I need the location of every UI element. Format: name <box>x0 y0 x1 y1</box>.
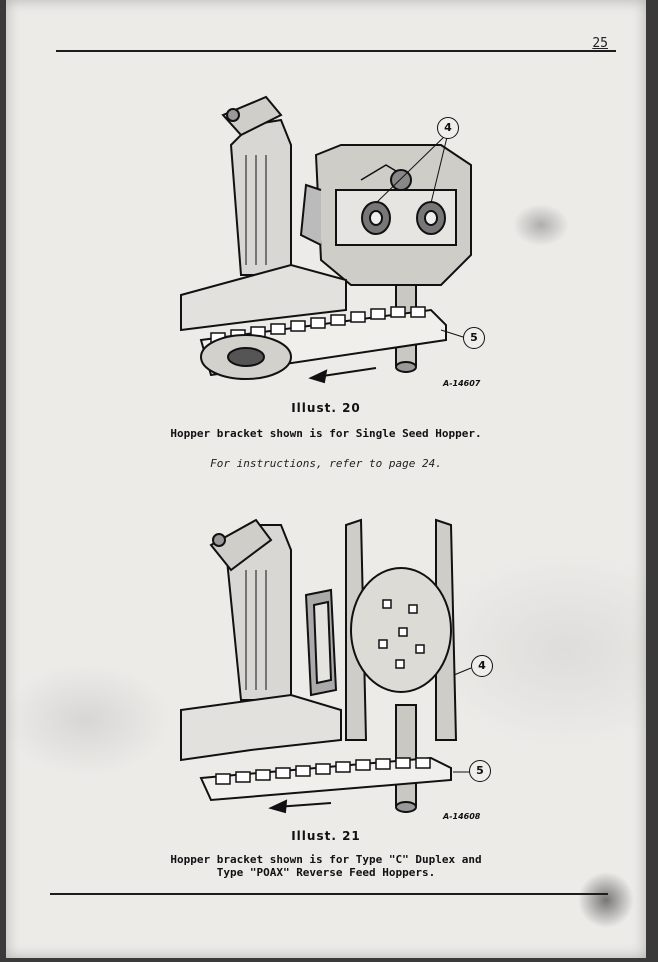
illustration-21: 4 5 A-14608 <box>171 510 501 825</box>
callout-5: 5 <box>469 760 491 782</box>
manual-page: 25 <box>6 0 646 958</box>
drawing-code: A-14608 <box>443 812 481 821</box>
figure-caption-line-2: Type "POAX" Reverse Feed Hoppers. <box>216 866 436 879</box>
drawing-code: A-14607 <box>443 379 481 388</box>
seed-hopper-bracket-drawing <box>180 95 472 384</box>
callout-4: 4 <box>437 117 459 139</box>
figure-title: Illust. 20 <box>291 401 361 415</box>
figure-caption: Hopper bracket shown is for Single Seed … <box>170 427 482 440</box>
figure-caption-line-1: Hopper bracket shown is for Type "C" Dup… <box>170 853 482 866</box>
page-reference: For instructions, refer to page 24. <box>210 457 442 470</box>
header-rule <box>56 50 616 52</box>
footer-rule <box>50 893 608 895</box>
callout-4: 4 <box>471 655 493 677</box>
illustration-20: 4 5 A-14607 <box>171 85 501 395</box>
callout-5: 5 <box>463 327 485 349</box>
figure-title: Illust. 21 <box>291 829 361 843</box>
page-number: 25 <box>592 36 608 51</box>
duplex-hopper-bracket-drawing <box>180 518 472 814</box>
